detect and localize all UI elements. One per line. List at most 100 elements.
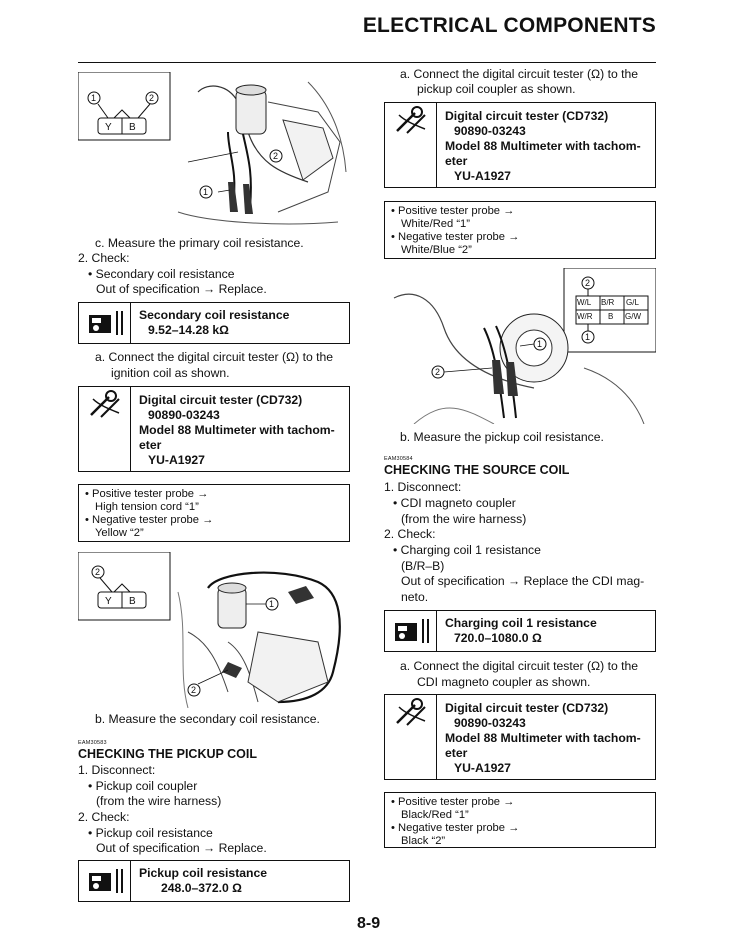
wrench-icon [385, 695, 437, 779]
probe-box-left: • Positive tester probe → High tension c… [78, 484, 350, 542]
figure-primary-coil: 1 2 Y B 2 1 [78, 72, 350, 232]
step-measure-secondary: b. Measure the secondary coil resistance… [95, 712, 320, 726]
wrench-icon [385, 103, 437, 187]
spec-box-pickup: Pickup coil resistance 248.0–372.0 Ω [78, 860, 350, 902]
step-disconnect: 1. Disconnect: [384, 480, 462, 494]
header-rule [78, 62, 656, 63]
step-connect-tester-2: a. Connect the digital circuit tester (Ω… [400, 659, 639, 673]
callout-1-engine: 1 [203, 187, 209, 197]
terminal-b: B [129, 596, 136, 607]
pin-wl: W/L [577, 298, 592, 307]
pin-gw: G/W [625, 312, 641, 321]
page-number: 8-9 [357, 915, 381, 932]
figure-pickup-coil: 2 W/L B/R G/L W/R B G/W 1 1 2 [384, 268, 656, 424]
from-wire-harness: (from the wire harness) [401, 512, 527, 526]
positive-probe-value: High tension cord “1” [95, 501, 199, 513]
step-connect-tester: a. Connect the digital circuit tester (Ω… [400, 67, 639, 81]
tool-name: Digital circuit tester (CD732) [445, 701, 609, 715]
multimeter-icon [79, 861, 131, 901]
spec-value: 248.0–372.0 Ω [161, 881, 242, 895]
tool-box-right-2: Digital circuit tester (CD732) 90890-032… [384, 694, 656, 780]
tool-alt-part-number: YU-A1927 [454, 761, 511, 775]
terminal-b: B [129, 122, 136, 133]
bullet-pickup-coupler: • Pickup coil coupler [88, 779, 198, 793]
probe-box-right: • Positive tester probe → White/Red “1” … [384, 201, 656, 259]
multimeter-icon [79, 303, 131, 343]
step-connect-tester-cont: ignition coil as shown. [111, 366, 230, 380]
tool-box-right: Digital circuit tester (CD732) 90890-032… [384, 102, 656, 188]
spec-value: 9.52–14.28 kΩ [148, 323, 229, 337]
bullet-pickup-resistance: • Pickup coil resistance [88, 826, 213, 840]
step-measure-pickup: b. Measure the pickup coil resistance. [400, 430, 604, 444]
out-of-spec-replace: Out of specification → Replace. [96, 841, 267, 855]
tool-box-left: Digital circuit tester (CD732) 90890-032… [78, 386, 350, 472]
tool-alt-name: Model 88 Multimeter with tachom- [139, 423, 335, 437]
multimeter-icon [385, 611, 437, 651]
tool-alt-name: Model 88 Multimeter with tachom- [445, 139, 641, 153]
negative-probe: • Negative tester probe → [391, 231, 520, 243]
pin-b: B [608, 312, 614, 321]
callout-2-engine: 2 [191, 685, 197, 695]
section-code: EAM30583 [78, 740, 107, 746]
step-measure-primary: c. Measure the primary coil resistance. [95, 236, 304, 250]
pickup-coil-illustration [393, 268, 656, 424]
wire-colors: (B/R–B) [401, 559, 445, 573]
tool-alt-name-cont: eter [139, 438, 162, 452]
tool-name: Digital circuit tester (CD732) [445, 109, 609, 123]
primary-coil-illustration [78, 72, 347, 225]
tool-part-number: 90890-03243 [454, 716, 526, 730]
step-connect-tester: a. Connect the digital circuit tester (Ω… [95, 350, 334, 364]
callout-1-engine: 1 [269, 599, 275, 609]
terminal-y: Y [105, 122, 112, 133]
negative-probe-value: Black “2” [401, 835, 446, 847]
callout-1: 1 [585, 332, 591, 342]
figure-secondary-coil: 2 Y B 1 2 [78, 552, 350, 708]
pin-br: B/R [601, 298, 615, 307]
page-title: ELECTRICAL COMPONENTS [362, 14, 656, 37]
spec-box-secondary: Secondary coil resistance 9.52–14.28 kΩ [78, 302, 350, 344]
spec-title: Secondary coil resistance [139, 308, 290, 322]
step-check: 2. Check: [78, 251, 130, 265]
pin-wr: W/R [577, 312, 593, 321]
out-of-spec-replace-cdi: Out of specification → Replace the CDI m… [401, 574, 645, 588]
spec-title: Pickup coil resistance [139, 866, 268, 880]
tool-alt-name-cont: eter [445, 746, 468, 760]
spec-value: 720.0–1080.0 Ω [454, 631, 542, 645]
positive-probe-value: Black/Red “1” [401, 809, 469, 821]
tool-part-number: 90890-03243 [148, 408, 220, 422]
negative-probe: • Negative tester probe → [85, 514, 214, 526]
tool-alt-name: Model 88 Multimeter with tachom- [445, 731, 641, 745]
section-title-source: CHECKING THE SOURCE COIL [384, 463, 570, 477]
bullet-secondary-coil: • Secondary coil resistance [88, 267, 235, 281]
positive-probe: • Positive tester probe → [391, 796, 515, 808]
positive-probe: • Positive tester probe → [85, 488, 209, 500]
step-check: 2. Check: [78, 810, 130, 824]
out-of-spec-replace: Out of specification → Replace. [96, 282, 267, 296]
bullet-charging-coil: • Charging coil 1 resistance [393, 543, 541, 557]
tool-alt-part-number: YU-A1927 [454, 169, 511, 183]
negative-probe-value: Yellow “2” [95, 527, 144, 539]
negative-probe: • Negative tester probe → [391, 822, 520, 834]
out-of-spec-replace-cdi-cont: neto. [401, 590, 429, 604]
step-connect-tester-2-cont: CDI magneto coupler as shown. [417, 675, 591, 689]
callout-2: 2 [149, 93, 155, 103]
callout-2-engine: 2 [435, 367, 441, 377]
step-check: 2. Check: [384, 527, 436, 541]
tool-alt-part-number: YU-A1927 [148, 453, 205, 467]
tool-name: Digital circuit tester (CD732) [139, 393, 303, 407]
callout-2-engine: 2 [273, 151, 279, 161]
tool-part-number: 90890-03243 [454, 124, 526, 138]
section-title-pickup: CHECKING THE PICKUP COIL [78, 747, 257, 761]
pin-gl: G/L [626, 298, 639, 307]
callout-2: 2 [585, 278, 591, 288]
secondary-coil-illustration [78, 552, 341, 708]
negative-probe-value: White/Blue “2” [401, 244, 472, 256]
bullet-cdi-coupler: • CDI magneto coupler [393, 496, 516, 510]
callout-1-engine: 1 [537, 339, 543, 349]
wrench-icon [79, 387, 131, 471]
tool-alt-name-cont: eter [445, 154, 468, 168]
step-disconnect: 1. Disconnect: [78, 763, 156, 777]
from-wire-harness: (from the wire harness) [96, 794, 222, 808]
positive-probe: • Positive tester probe → [391, 205, 515, 217]
probe-box-right-2: • Positive tester probe → Black/Red “1” … [384, 792, 656, 848]
